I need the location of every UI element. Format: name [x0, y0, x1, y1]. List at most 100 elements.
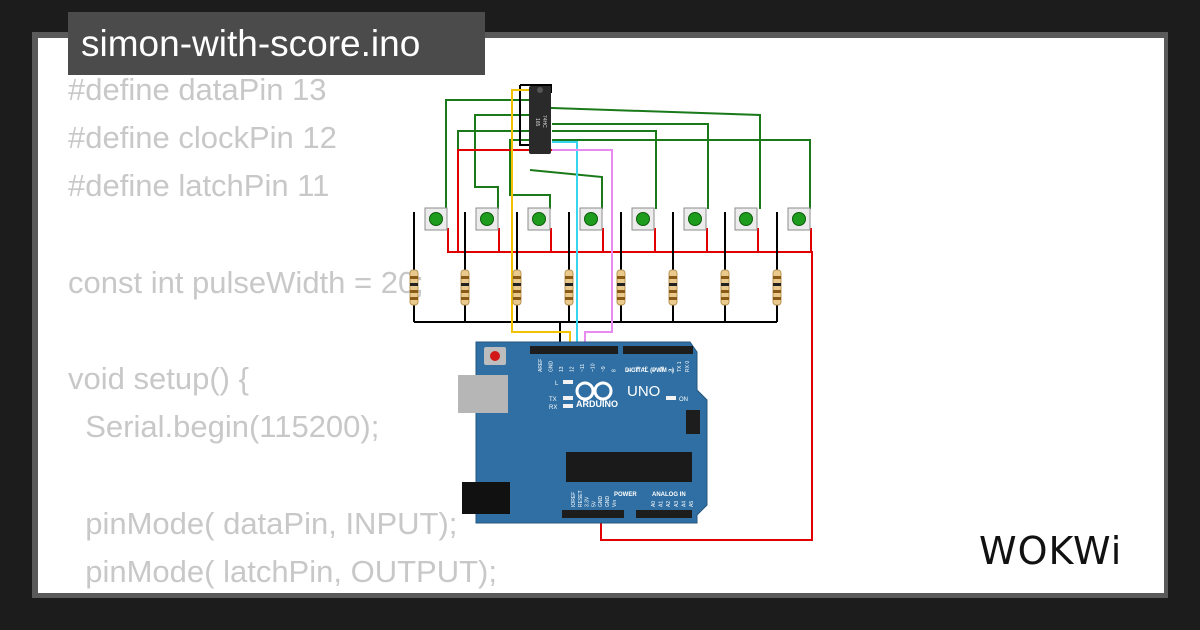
resistor-band	[461, 276, 469, 279]
pushbutton[interactable]	[734, 207, 758, 231]
resistor-band	[513, 290, 521, 293]
pushbutton[interactable]	[475, 207, 499, 231]
power-label: POWER	[614, 492, 637, 498]
resistor	[668, 269, 678, 306]
reset-button-cap[interactable]	[490, 351, 500, 361]
resistor-band	[410, 290, 418, 293]
pin-label: A4	[681, 501, 687, 507]
power-header[interactable]	[562, 510, 624, 518]
code-line: pinMode( dataPin, INPUT);	[68, 505, 458, 541]
resistor-band	[773, 297, 781, 300]
pin-label: ~6	[635, 366, 641, 372]
resistor-band	[410, 276, 418, 279]
pushbutton-cap[interactable]	[739, 212, 753, 226]
resistor-band	[773, 276, 781, 279]
pin-label: RESET	[578, 490, 584, 507]
pin-label: RX 0	[685, 361, 691, 372]
power-jack	[462, 482, 510, 514]
wire	[457, 149, 552, 252]
pushbutton-cap[interactable]	[636, 212, 650, 226]
digital-header-right[interactable]	[623, 346, 693, 354]
pushbutton-cap[interactable]	[688, 212, 702, 226]
pin-label: Vin	[612, 500, 618, 507]
pin-label: 5V	[591, 500, 597, 507]
pushbutton[interactable]	[631, 207, 655, 231]
resistor-band	[617, 283, 625, 286]
resistor-band	[773, 283, 781, 286]
wire	[511, 89, 571, 350]
code-line: void setup() {	[68, 361, 249, 397]
led-rx	[563, 404, 573, 408]
pin-label: ~10	[591, 363, 597, 372]
pin-label: 4	[652, 369, 658, 372]
pin-label: A2	[666, 501, 672, 507]
resistor-band	[513, 276, 521, 279]
resistor-band	[461, 283, 469, 286]
analog-label: ANALOG IN	[652, 492, 686, 498]
resistor-band	[410, 297, 418, 300]
resistor-band	[721, 290, 729, 293]
code-line: #define latchPin 11	[68, 168, 330, 204]
chip-label: 165	[534, 118, 540, 127]
pin-label: A3	[674, 501, 680, 507]
led-tx	[563, 396, 573, 400]
resistor-band	[669, 276, 677, 279]
code-line: const int pulseWidth = 20;	[68, 264, 424, 300]
pin-label: A5	[689, 501, 695, 507]
pin-label: TX 1	[677, 361, 683, 372]
pin-label: 8	[612, 369, 618, 372]
resistor-band	[617, 290, 625, 293]
resistor-band	[565, 297, 573, 300]
digital-header-left[interactable]	[530, 346, 618, 354]
resistor-band	[565, 283, 573, 286]
pushbutton[interactable]	[424, 207, 448, 231]
pushbutton-cap[interactable]	[584, 212, 598, 226]
pushbutton[interactable]	[579, 207, 603, 231]
led-l	[563, 380, 573, 384]
resistor-band	[410, 283, 418, 286]
wire	[509, 139, 551, 209]
pushbutton[interactable]	[787, 207, 811, 231]
wire	[552, 139, 811, 209]
pin-label: GND	[549, 361, 555, 373]
pushbutton-cap[interactable]	[429, 212, 443, 226]
pin-label: ~11	[580, 364, 586, 372]
resistor-band	[773, 290, 781, 293]
resistor-band	[721, 297, 729, 300]
resistor	[564, 269, 574, 306]
pushbutton[interactable]	[683, 207, 707, 231]
analog-header[interactable]	[636, 510, 692, 518]
arduino-uno-board[interactable]: DIGITAL (PWM ~) ARDUINO UNO L TX RX ON P…	[458, 341, 708, 524]
infinity-logo	[575, 381, 613, 401]
wire	[445, 99, 530, 209]
resistor-band	[565, 276, 573, 279]
resistor-band	[669, 283, 677, 286]
uno-model: UNO	[627, 383, 660, 400]
led-l-label: L	[555, 381, 559, 387]
wire	[552, 141, 578, 350]
resistor	[460, 269, 470, 306]
resistor-band	[513, 283, 521, 286]
pin-label: 13	[559, 366, 565, 372]
pushbutton[interactable]	[527, 207, 551, 231]
code-preview: #define dataPin 13 #define clockPin 12 #…	[68, 66, 497, 593]
code-line: #define clockPin 12	[68, 120, 337, 156]
resistor-band	[513, 297, 521, 300]
resistor-band	[461, 290, 469, 293]
pushbutton-cap[interactable]	[480, 212, 494, 226]
wire	[529, 169, 603, 209]
resistor	[512, 269, 522, 306]
icsp-header	[686, 410, 700, 434]
pin-label: 7	[627, 369, 633, 372]
mcu-chip	[566, 452, 692, 482]
shift-register-chip[interactable]: 74HC 165	[529, 86, 551, 154]
wire	[552, 123, 709, 209]
pushbutton-cap[interactable]	[532, 212, 546, 226]
wire	[519, 85, 530, 146]
led-on-label: ON	[679, 397, 688, 403]
pushbutton-cap[interactable]	[792, 212, 806, 226]
code-line: pinMode( latchPin, OUTPUT);	[68, 554, 497, 590]
resistor-band	[565, 290, 573, 293]
pin-label: IOREF	[571, 492, 577, 507]
